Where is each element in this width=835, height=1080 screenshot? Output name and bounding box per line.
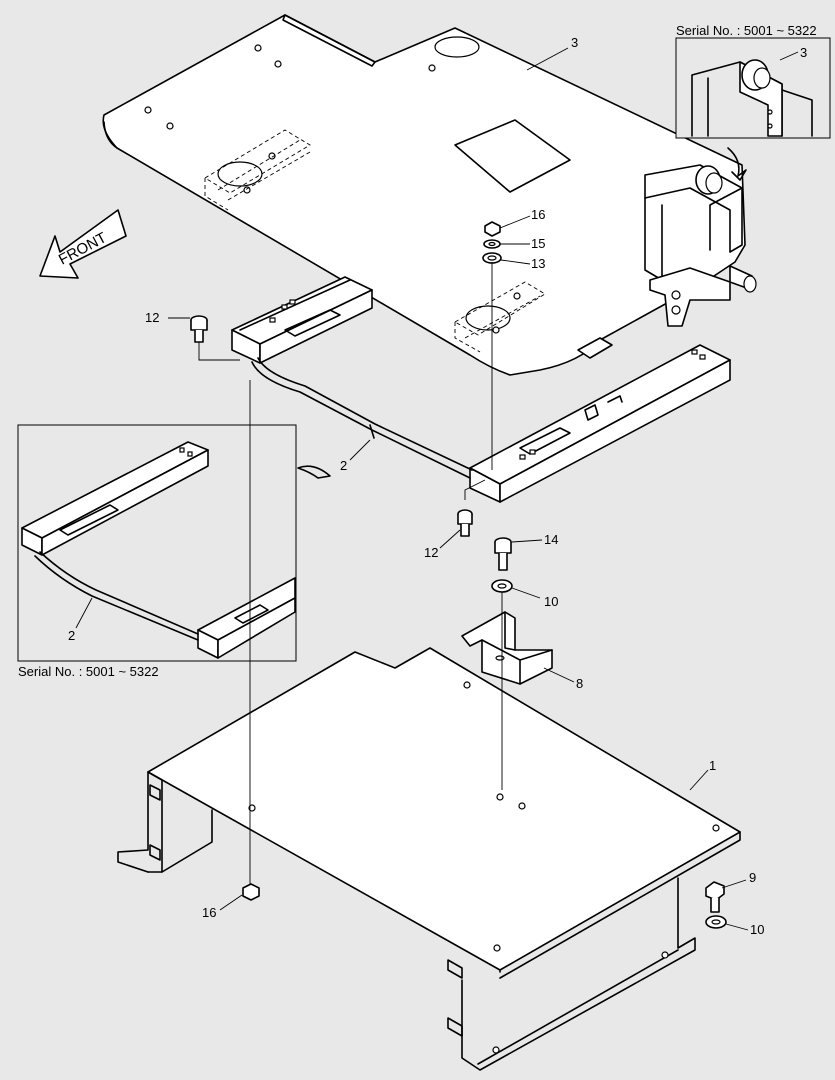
callout-10-mid: 10 [544, 594, 558, 609]
inset-left-caption: Serial No. : 5001 ~ 5322 [18, 664, 159, 679]
callout-leaders [75, 47, 799, 931]
inset-top-right: Serial No. : 5001 ~ 5322 [675, 23, 831, 139]
base-plate-part-1 [117, 647, 741, 1071]
callout-10-lower: 10 [750, 922, 764, 937]
callout-8: 8 [576, 676, 583, 691]
callout-3-main: 3 [571, 35, 578, 50]
callout-16-top: 16 [531, 207, 545, 222]
callout-15: 15 [531, 236, 545, 251]
callout-labels: 3 3 16 15 13 12 2 12 14 10 2 8 1 9 10 16 [68, 35, 807, 937]
callout-12-lower: 12 [424, 545, 438, 560]
callout-12-top: 12 [145, 310, 159, 325]
assembly-lines [198, 262, 503, 885]
callout-16-lower: 16 [202, 905, 216, 920]
callout-13: 13 [531, 256, 545, 271]
base-plate-holes [248, 681, 720, 1054]
slide-rail-assembly-part-2 [231, 276, 731, 503]
bracket-part-8 [461, 611, 553, 685]
seat-plate-part-3 [102, 14, 757, 376]
callout-14: 14 [544, 532, 558, 547]
inset-top-right-caption: Serial No. : 5001 ~ 5322 [676, 23, 817, 38]
callout-3-inset: 3 [800, 45, 807, 60]
callout-1: 1 [709, 758, 716, 773]
callout-2-main: 2 [340, 458, 347, 473]
inset-left-rail: Serial No. : 5001 ~ 5322 [17, 424, 331, 679]
seat-plate-bolt-holes [144, 44, 521, 334]
front-direction-arrow: FRONT [39, 209, 127, 279]
callout-9: 9 [749, 870, 756, 885]
callout-2-inset: 2 [68, 628, 75, 643]
